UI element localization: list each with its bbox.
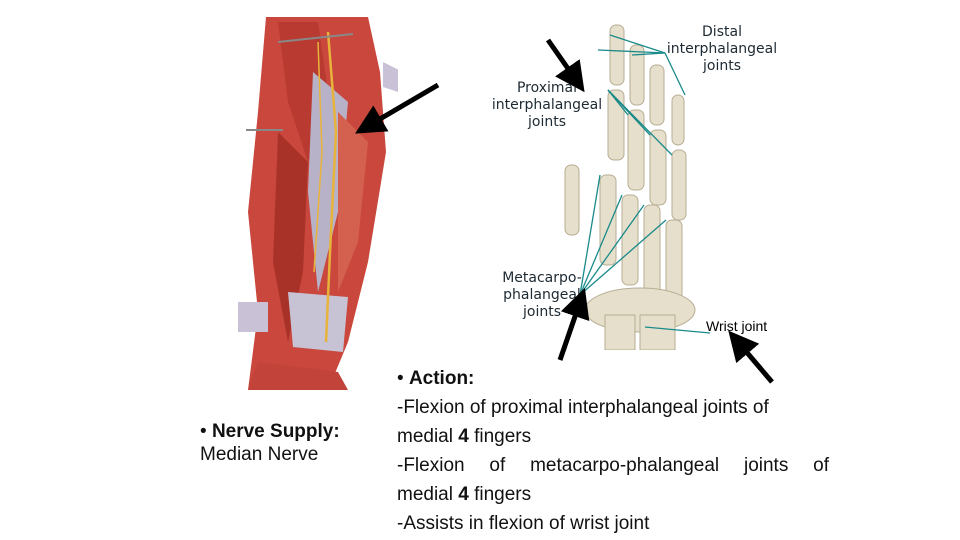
distal-label-line: joints [662,58,782,75]
bullet: • [200,421,207,442]
proximal-label-line: Proximal [486,80,608,97]
action-line: medial 4 fingers [397,422,829,451]
proximal-ip-joints-label: Proximal interphalangeal joints [486,80,608,131]
nerve-supply-heading: Nerve Supply: [212,421,340,442]
bullet: • [397,368,404,389]
action-text: medial [397,484,458,505]
mcp-label-line: phalangeal [492,287,592,304]
action-number: 4 [458,484,469,505]
distal-ip-joints-label: Distal interphalangeal joints [662,24,782,75]
mcp-label-line: joints [492,304,592,321]
action-line: -Assists in flexion of wrist joint [397,509,829,538]
action-line: medial 4 fingers [397,480,829,509]
mcp-label-line: Metacarpo- [492,270,592,287]
proximal-label-line: joints [486,114,608,131]
action-text: fingers [469,426,531,447]
action-text: medial [397,426,458,447]
action-text: fingers [469,484,531,505]
nerve-supply-block: • Nerve Supply: Median Nerve [200,420,380,466]
action-heading: Action: [409,368,474,389]
mcp-joints-label: Metacarpo- phalangeal joints [492,270,592,321]
action-line: -Flexion of proximal interphalangeal joi… [397,393,829,422]
action-number: 4 [458,426,469,447]
wrist-joint-label: Wrist joint [706,318,767,334]
action-heading-line: • Action: [397,364,829,393]
distal-label-line: interphalangeal [662,41,782,58]
forearm-muscle-illustration [218,12,398,392]
action-block: • Action: -Flexion of proximal interphal… [397,364,829,538]
nerve-supply-text: Median Nerve [200,443,380,466]
proximal-label-line: interphalangeal [486,97,608,114]
nerve-supply-heading-line: • Nerve Supply: [200,420,380,443]
distal-label-line: Distal [662,24,782,41]
action-line: -Flexion of metacarpo-phalangeal joints … [397,451,829,480]
